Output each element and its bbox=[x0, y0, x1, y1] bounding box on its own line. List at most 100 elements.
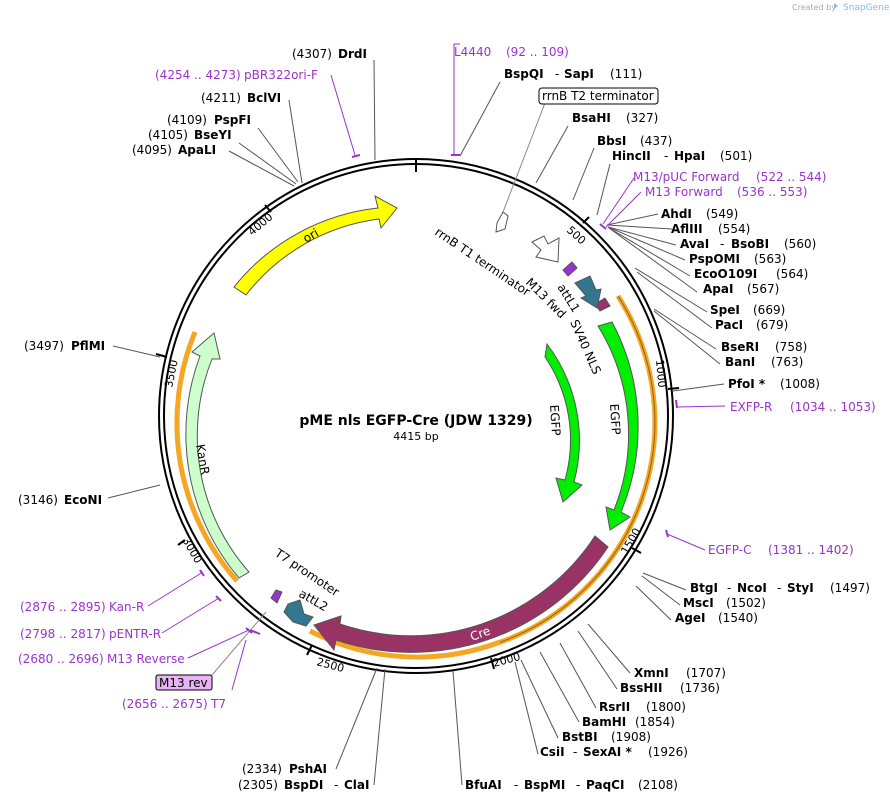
enzyme-bspqi-sapi[interactable]: BspQI - SapI (111) bbox=[504, 67, 642, 81]
primer-m13-forward[interactable]: M13 Forward (536 .. 553) bbox=[645, 185, 807, 199]
svg-text:ApaI: ApaI bbox=[703, 282, 733, 296]
enzyme-bbsi[interactable]: BbsI (437) bbox=[597, 134, 672, 148]
svg-text:BtgI: BtgI bbox=[690, 581, 718, 595]
enzyme-bstbi[interactable]: BstBI (1908) bbox=[562, 730, 651, 744]
svg-text:(549): (549) bbox=[706, 207, 738, 221]
svg-text:(1497): (1497) bbox=[830, 581, 870, 595]
enzyme-pspfi[interactable]: (4109) PspFI bbox=[167, 113, 251, 127]
enzyme-drdi[interactable]: (4307) DrdI bbox=[292, 47, 367, 61]
enzyme-hincii-hpai[interactable]: HincII - HpaI (501) bbox=[612, 149, 752, 163]
svg-text:BsaHI: BsaHI bbox=[572, 111, 611, 125]
svg-text:(437): (437) bbox=[640, 134, 672, 148]
primer-egfp-c[interactable]: EGFP-C (1381 .. 1402) bbox=[708, 543, 854, 557]
enzyme-btgi-ncoi-styi[interactable]: BtgI - NcoI - StyI (1497) bbox=[690, 581, 870, 595]
primer-pentr-r[interactable]: (2798 .. 2817) pENTR-R bbox=[20, 627, 161, 641]
primer-t7[interactable]: (2656 .. 2675) T7 bbox=[122, 697, 226, 711]
svg-text:BsoBI: BsoBI bbox=[731, 237, 769, 251]
enzyme-spei[interactable]: SpeI (669) bbox=[710, 303, 785, 317]
svg-text:(1736): (1736) bbox=[680, 681, 720, 695]
svg-text:(536 .. 553): (536 .. 553) bbox=[737, 185, 807, 199]
enzyme-bseyi[interactable]: (4105) BseYI bbox=[148, 128, 232, 142]
svg-text:(2798 .. 2817): (2798 .. 2817) bbox=[20, 627, 106, 641]
enzyme-agei[interactable]: AgeI (1540) bbox=[675, 611, 758, 625]
egfp-outer-label: EGFP bbox=[607, 403, 623, 435]
rrnb-t1-terminator-arrow bbox=[531, 235, 560, 263]
enzyme-bamhi[interactable]: BamHI (1854) bbox=[582, 715, 675, 729]
tick-2000: 2000 bbox=[490, 650, 522, 670]
enzyme-pshai[interactable]: (2334) PshAI bbox=[242, 762, 327, 776]
svg-text:PaqCI: PaqCI bbox=[586, 778, 624, 792]
svg-text:(4095): (4095) bbox=[132, 143, 172, 157]
enzyme-econi[interactable]: (3146) EcoNI bbox=[18, 493, 102, 507]
svg-text:BssHII: BssHII bbox=[620, 681, 662, 695]
enzyme-afliii[interactable]: AflIII (554) bbox=[671, 222, 750, 236]
svg-text:DrdI: DrdI bbox=[338, 47, 367, 61]
svg-text:(1502): (1502) bbox=[726, 596, 766, 610]
svg-text:2500: 2500 bbox=[315, 655, 345, 675]
svg-text:(1707): (1707) bbox=[686, 666, 726, 680]
tick-1000: 1000 bbox=[653, 359, 680, 390]
svg-text:(1008): (1008) bbox=[780, 377, 820, 391]
enzyme-rsrii[interactable]: RsrII (1800) bbox=[599, 700, 686, 714]
svg-text:BspQI: BspQI bbox=[504, 67, 544, 81]
primer-pbr322ori-f[interactable]: (4254 .. 4273) pBR322ori-F bbox=[155, 68, 318, 82]
right-enzyme-connectors bbox=[452, 81, 725, 786]
enzyme-bsahi[interactable]: BsaHI (327) bbox=[572, 111, 658, 125]
svg-text:BbsI: BbsI bbox=[597, 134, 626, 148]
primer-m13-puc-forward[interactable]: M13/pUC Forward (522 .. 544) bbox=[633, 170, 826, 184]
svg-text:RsrII: RsrII bbox=[599, 700, 630, 714]
enzyme-bclvi[interactable]: (4211) BclVI bbox=[201, 91, 281, 105]
svg-text:(4211): (4211) bbox=[201, 91, 241, 105]
svg-text:(554): (554) bbox=[718, 222, 750, 236]
svg-text:(1034 .. 1053): (1034 .. 1053) bbox=[790, 400, 876, 414]
enzyme-bsshii[interactable]: BssHII (1736) bbox=[620, 681, 720, 695]
m13-rev-label: M13 rev bbox=[159, 676, 208, 690]
svg-text:-: - bbox=[514, 778, 518, 792]
rrnb-t2-terminator-arrow bbox=[495, 211, 509, 233]
svg-text:AgeI: AgeI bbox=[675, 611, 705, 625]
enzyme-apali[interactable]: (4095) ApaLI bbox=[132, 143, 216, 157]
enzyme-apai[interactable]: ApaI (567) bbox=[703, 282, 779, 296]
enzyme-ahdi[interactable]: AhdI (549) bbox=[661, 207, 738, 221]
primer-m13-reverse[interactable]: (2680 .. 2696) M13 Reverse bbox=[18, 652, 185, 666]
svg-text:(4307): (4307) bbox=[292, 47, 332, 61]
ori-label: ori bbox=[301, 226, 322, 246]
svg-text:BstBI: BstBI bbox=[562, 730, 598, 744]
rrnb-t2-terminator-label: rrnB T2 terminator bbox=[542, 89, 654, 103]
primer-exfp-r[interactable]: EXFP-R (1034 .. 1053) bbox=[730, 400, 876, 414]
svg-text:SapI: SapI bbox=[564, 67, 594, 81]
kanr-label: KanR bbox=[193, 443, 212, 476]
svg-text:-: - bbox=[727, 581, 731, 595]
svg-text:3000: 3000 bbox=[179, 535, 204, 566]
svg-text:(2876 .. 2895): (2876 .. 2895) bbox=[20, 600, 106, 614]
primer-kan-r[interactable]: (2876 .. 2895) Kan-R bbox=[20, 600, 144, 614]
enzyme-pfoi[interactable]: PfoI * (1008) bbox=[728, 377, 820, 391]
enzyme-csii-sexai[interactable]: CsiI - SexAI * (1926) bbox=[540, 745, 688, 759]
enzyme-bani[interactable]: BanI (763) bbox=[725, 355, 803, 369]
svg-text:-: - bbox=[573, 745, 577, 759]
rrnb-t2-connector bbox=[502, 102, 546, 213]
enzyme-bspdi-clai[interactable]: (2305) BspDI - ClaI bbox=[238, 778, 369, 792]
enzyme-ecoo109i[interactable]: EcoO109I (564) bbox=[694, 267, 808, 281]
snapgene-logo-text: SnapGene bbox=[843, 3, 890, 13]
enzyme-bseri[interactable]: BseRI (758) bbox=[721, 340, 807, 354]
enzyme-pflmi[interactable]: (3497) PflMI bbox=[24, 339, 105, 353]
svg-text:M13 Reverse: M13 Reverse bbox=[107, 652, 185, 666]
primer-l4440[interactable]: L4440 (92 .. 109) bbox=[454, 45, 569, 59]
kanr-arrow bbox=[185, 332, 250, 579]
enzyme-xmni[interactable]: XmnI (1707) bbox=[634, 666, 726, 680]
tick-2500: 2500 bbox=[306, 644, 346, 675]
svg-text:BanI: BanI bbox=[725, 355, 755, 369]
svg-text:BseRI: BseRI bbox=[721, 340, 759, 354]
enzyme-pspomi[interactable]: PspOMI (563) bbox=[689, 252, 786, 266]
enzyme-bfuai-bspmi-paqci[interactable]: BfuAI - BspMI - PaqCI (2108) bbox=[465, 778, 678, 792]
created-by-label: Created by bbox=[792, 3, 836, 12]
enzyme-avai-bsobi[interactable]: AvaI - BsoBI (560) bbox=[680, 237, 816, 251]
enzyme-paci[interactable]: PacI (679) bbox=[715, 318, 788, 332]
enzyme-msci[interactable]: MscI (1502) bbox=[683, 596, 766, 610]
svg-text:(522 .. 544): (522 .. 544) bbox=[756, 170, 826, 184]
svg-text:(679): (679) bbox=[756, 318, 788, 332]
svg-text:2000: 2000 bbox=[491, 650, 521, 670]
svg-text:HpaI: HpaI bbox=[674, 149, 705, 163]
rrnb-t2-terminator-box bbox=[538, 87, 659, 105]
